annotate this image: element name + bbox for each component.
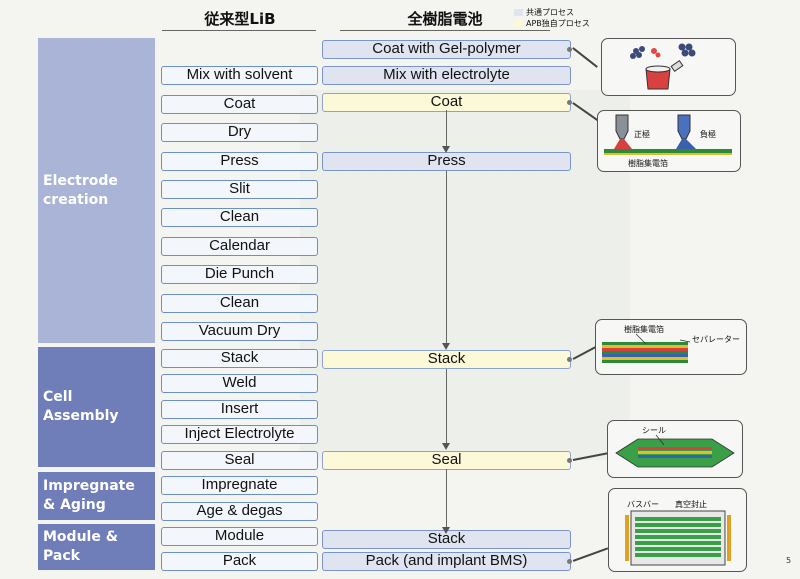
conventional-step: Mix with solvent xyxy=(161,66,318,85)
conventional-step: Clean xyxy=(161,208,318,227)
header-underline xyxy=(340,30,550,31)
connector-dot xyxy=(567,47,572,52)
category-cell-assembly: Cell Assembly xyxy=(38,347,155,467)
conventional-step: Weld xyxy=(161,374,318,393)
conventional-step: Impregnate xyxy=(161,476,318,495)
flow-arrowhead xyxy=(442,443,450,450)
category-electrode-creation: Electrode creation xyxy=(38,38,155,343)
illustration-coating: 正極 負極 樹脂集電箔 xyxy=(597,110,741,172)
category-label: Impregnate & Aging xyxy=(43,478,135,513)
conventional-step: Slit xyxy=(161,180,318,199)
connector-dot xyxy=(567,357,572,362)
category-impregnate-aging: Impregnate & Aging xyxy=(38,472,155,520)
all-resin-step: Coat xyxy=(322,93,571,112)
all-resin-step: Coat with Gel-polymer xyxy=(322,40,571,59)
legend-common-label: 共通プロセス xyxy=(526,8,574,17)
category-label: Module & Pack xyxy=(43,529,118,564)
legend-unique: APB独自プロセス xyxy=(514,18,590,29)
connector-dot xyxy=(567,458,572,463)
background-document-watermark xyxy=(300,90,630,460)
illustration-pack: バスバー 真空封止 xyxy=(608,488,747,572)
coating-nozzle-icon xyxy=(604,114,732,155)
label-negative-electrode: 負極 xyxy=(700,130,716,139)
flow-arrow-line xyxy=(446,171,447,346)
header-all-resin-battery: 全樹脂電池 xyxy=(407,10,483,28)
all-resin-step: Mix with electrolyte xyxy=(322,66,571,85)
conventional-step: Die Punch xyxy=(161,265,318,284)
conventional-step: Age & degas xyxy=(161,502,318,521)
connector-dot xyxy=(567,100,572,105)
conventional-step: Clean xyxy=(161,294,318,313)
connector-dot xyxy=(567,559,572,564)
all-resin-step: Press xyxy=(322,152,571,171)
flow-arrowhead xyxy=(442,527,450,534)
all-resin-step: Pack (and implant BMS) xyxy=(322,552,571,571)
category-module-pack: Module & Pack xyxy=(38,524,155,570)
sealed-cell-icon xyxy=(615,434,735,468)
label-resin-collector: 樹脂集電箔 xyxy=(628,159,668,168)
flow-arrow-line xyxy=(446,469,447,530)
label-separator: セパレーター xyxy=(692,335,740,344)
flow-arrow-line xyxy=(446,369,447,445)
all-resin-step: Seal xyxy=(322,451,571,470)
label-vacuum-seal: 真空封止 xyxy=(675,500,707,509)
conventional-step: Vacuum Dry xyxy=(161,322,318,341)
legend-unique-label: APB独自プロセス xyxy=(526,19,590,28)
connector-line xyxy=(572,47,598,68)
header-underline xyxy=(162,30,316,31)
conventional-step: Insert xyxy=(161,400,318,419)
label-positive-electrode: 正極 xyxy=(634,130,650,139)
flow-arrowhead xyxy=(442,146,450,153)
mixing-cup-icon xyxy=(630,43,696,90)
illustration-seal: シール xyxy=(607,420,743,478)
illustration-stack: 樹脂集電箔 セパレーター xyxy=(595,319,747,375)
page-number: 5 xyxy=(786,556,792,565)
legend-common: 共通プロセス xyxy=(514,7,590,18)
conventional-step: Press xyxy=(161,152,318,171)
category-label: Cell Assembly xyxy=(43,389,119,424)
label-busbar: バスバー xyxy=(627,500,659,509)
label-resin-collector: 樹脂集電箔 xyxy=(624,325,664,334)
battery-pack-icon xyxy=(625,510,731,566)
conventional-step: Pack xyxy=(161,552,318,571)
illustration-mixing xyxy=(601,38,736,96)
category-label: Electrode creation xyxy=(43,172,118,208)
conventional-step: Calendar xyxy=(161,237,318,256)
conventional-step: Coat xyxy=(161,95,318,114)
conventional-step: Dry xyxy=(161,123,318,142)
stack-layers-icon xyxy=(602,333,691,363)
conventional-step: Stack xyxy=(161,349,318,368)
conventional-step: Module xyxy=(161,527,318,546)
legend-unique-swatch xyxy=(514,20,523,27)
conventional-step: Inject Electrolyte xyxy=(161,425,318,444)
label-seal: シール xyxy=(642,426,666,435)
all-resin-step: Stack xyxy=(322,350,571,369)
legend-common-swatch xyxy=(514,9,523,16)
connector-line xyxy=(572,547,609,562)
flow-arrow-line xyxy=(446,110,447,150)
legend: 共通プロセス APB独自プロセス xyxy=(514,7,590,29)
conventional-step: Seal xyxy=(161,451,318,470)
flow-arrowhead xyxy=(442,343,450,350)
header-conventional-lib: 従来型LiB xyxy=(204,10,276,28)
